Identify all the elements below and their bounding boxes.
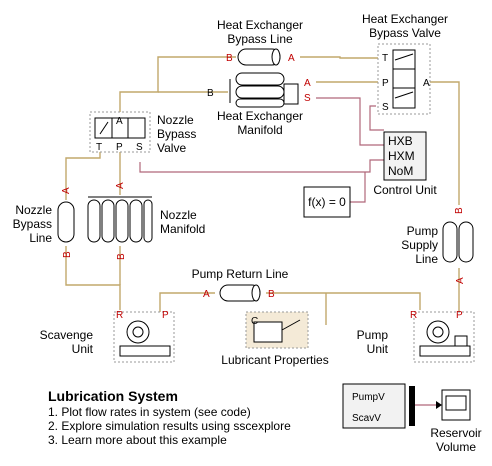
port-a-label: A <box>115 182 126 189</box>
nozzle-bypass-valve-block[interactable]: T P S A Nozzle Bypass Valve <box>89 111 196 155</box>
nozzle-bypass-valve-title3: Valve <box>157 141 186 155</box>
port-r-label: R <box>410 310 417 321</box>
nozzle-manifold-block[interactable]: A B Nozzle Manifold <box>87 182 205 260</box>
scavenge-unit-title2: Unit <box>72 342 94 356</box>
port-a-label: A <box>116 116 123 127</box>
port-b-label: B <box>62 251 73 258</box>
nozzle-bypass-valve-title2: Bypass <box>157 127 196 141</box>
port-a-label: A <box>304 78 311 89</box>
control-unit-block[interactable]: HXB HXM NoM Control Unit <box>373 131 437 197</box>
valve-icon <box>392 49 416 109</box>
control-row-hxm: HXM <box>388 149 415 163</box>
pump-supply-line-block[interactable]: B A Pump Supply Line <box>401 207 474 284</box>
nozzle-bypass-line-title3: Line <box>29 231 52 245</box>
port-a-label: A <box>61 187 72 194</box>
nozzle-bypass-valve-title1: Nozzle <box>157 113 194 127</box>
hx-bypass-valve-block[interactable]: Heat Exchanger Bypass Valve T P S A <box>362 12 448 115</box>
pump-unit-block[interactable]: R P Pump Unit <box>357 310 475 363</box>
reservoir-title1: Reservoir <box>430 426 481 440</box>
port-b-label: B <box>268 289 275 300</box>
hx-manifold-title1: Heat Exchanger <box>217 109 303 123</box>
pump-return-line-block[interactable]: Pump Return Line A B <box>192 267 289 302</box>
pump-supply-line-title1: Pump <box>407 224 439 238</box>
port-s-label: S <box>382 102 389 113</box>
port-b-label: B <box>116 253 127 260</box>
reservoir-volume-scope[interactable]: Reservoir Volume <box>430 389 482 454</box>
pump-unit-title1: Pump <box>357 328 389 342</box>
port-p-label: P <box>456 310 463 321</box>
port-s-label: S <box>304 93 311 104</box>
hx-bypass-line-block[interactable]: Heat Exchanger Bypass Line B A <box>217 18 303 66</box>
mux-bar <box>409 386 415 426</box>
port-a-label: A <box>455 277 466 284</box>
hx-manifold-title2: Manifold <box>237 123 282 137</box>
port-p-label: P <box>382 78 389 89</box>
hx-bypass-line-title2: Bypass Line <box>227 32 293 46</box>
port-t-label: T <box>382 53 388 64</box>
port-b-label: B <box>454 207 465 214</box>
pump-return-line-title: Pump Return Line <box>192 267 289 281</box>
control-row-hxb: HXB <box>388 134 413 148</box>
scavenge-unit-block[interactable]: R P Scavenge Unit <box>40 310 175 363</box>
lubricant-properties-block[interactable]: C Lubricant Properties <box>221 311 329 367</box>
port-t-label: T <box>96 142 102 153</box>
hydraulic-connections <box>65 56 460 325</box>
nozzle-bypass-line-title2: Bypass <box>13 217 52 231</box>
port-p-label: P <box>116 142 123 153</box>
pump-supply-line-title3: Line <box>415 252 438 266</box>
port-a-label: A <box>423 78 430 89</box>
info-item-explore[interactable]: 2. Explore simulation results using ssce… <box>48 419 291 433</box>
mux-input-pumpv: PumpV <box>352 392 385 403</box>
port-s-label: S <box>136 142 143 153</box>
oil-can-icon <box>253 321 283 343</box>
model-title: Lubrication System <box>48 388 178 404</box>
info-item-learn[interactable]: 3. Learn more about this example <box>48 433 227 447</box>
svg-text:C: C <box>251 316 258 327</box>
hx-bypass-valve-title2: Bypass Valve <box>369 26 441 40</box>
scavenge-unit-title1: Scavenge <box>40 328 94 342</box>
nozzle-manifold-title2: Manifold <box>160 222 205 236</box>
port-b-label: B <box>226 53 233 64</box>
port-p-label: P <box>162 310 169 321</box>
signal-mux-block[interactable]: PumpV ScavV <box>342 383 442 429</box>
solver-config-block[interactable]: f(x) = 0 <box>303 186 351 218</box>
hx-bypass-line-title1: Heat Exchanger <box>217 18 303 32</box>
info-annotation: Lubrication System 1. Plot flow rates in… <box>48 388 291 447</box>
reservoir-title2: Volume <box>436 440 476 454</box>
hx-bypass-valve-title1: Heat Exchanger <box>362 12 448 26</box>
mux-input-scavv: ScavV <box>352 413 381 424</box>
port-b-label: B <box>207 88 214 99</box>
pump-supply-line-title2: Supply <box>401 238 438 252</box>
signal-connections <box>139 97 436 406</box>
nozzle-bypass-line-title1: Nozzle <box>15 203 52 217</box>
hx-manifold-block[interactable]: B A S Heat Exchanger Manifold <box>207 72 311 137</box>
port-a-label: A <box>288 53 295 64</box>
nozzle-bypass-line-block[interactable]: A B Nozzle Bypass Line <box>13 187 75 258</box>
lubricant-properties-title: Lubricant Properties <box>221 353 328 367</box>
port-r-label: R <box>116 310 123 321</box>
info-item-plot[interactable]: 1. Plot flow rates in system (see code) <box>48 405 251 419</box>
port-a-label: A <box>203 289 210 300</box>
pump-unit-title2: Unit <box>367 342 389 356</box>
solver-config-label: f(x) = 0 <box>308 195 346 209</box>
control-unit-title: Control Unit <box>373 183 437 197</box>
control-row-nom: NoM <box>388 164 413 178</box>
manifold-sensor-icon <box>283 83 299 105</box>
nozzle-manifold-title1: Nozzle <box>160 208 197 222</box>
